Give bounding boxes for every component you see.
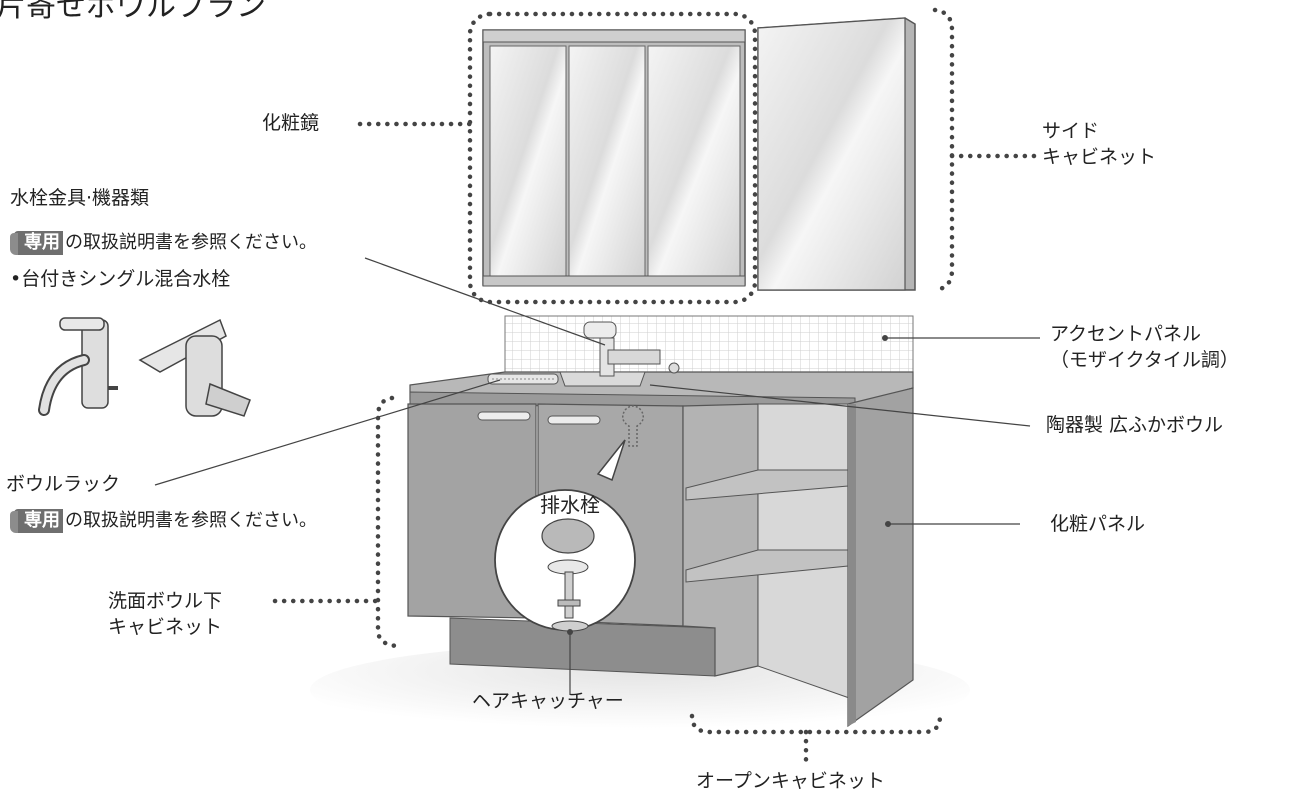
label-hair-catcher: ヘアキャッチャー: [472, 690, 624, 712]
open-cabinet-illustration: [682, 403, 856, 701]
label-side-cabinet: サイド キャビネット: [1042, 120, 1157, 168]
manual-reference-faucet: 専用の取扱説明書を参照ください。: [10, 230, 317, 256]
side-cabinet-illustration: [757, 17, 916, 291]
label-under-cabinet: 洗面ボウル下 キャビネット: [108, 590, 223, 638]
label-drain: 排水栓: [540, 493, 600, 517]
label-open-cabinet: オープンキャビネット: [696, 770, 885, 792]
label-mirror: 化粧鏡: [262, 112, 320, 134]
accent-panel-illustration: [504, 315, 914, 379]
label-accent-panel: アクセントパネル （モザイクタイル調）: [1050, 323, 1239, 371]
vanity-mirror: [482, 29, 746, 287]
dedicated-manual-badge: 専用: [10, 509, 63, 533]
faucet-detail-illustrations: [38, 317, 251, 417]
label-decor-panel: 化粧パネル: [1050, 513, 1146, 535]
label-bowl: 陶器製 広ふかボウル: [1046, 414, 1224, 436]
faucet-illustration: [583, 321, 680, 377]
bowl-rack-illustration: [487, 373, 559, 385]
label-bowl-rack: ボウルラック: [6, 473, 121, 495]
decor-panel-illustration: [847, 387, 914, 728]
dedicated-manual-badge: 専用: [10, 231, 63, 255]
label-faucet-type: •台付きシングル混合水栓: [10, 268, 231, 290]
bowl-opening: [559, 371, 646, 387]
drain-location-marker: [622, 405, 644, 447]
diagram-title: 片寄せボウルプラン: [0, 0, 266, 24]
label-faucet-heading: 水栓金具·機器類: [10, 187, 150, 209]
manual-reference-bowl-rack: 専用の取扱説明書を参照ください。: [10, 508, 317, 534]
